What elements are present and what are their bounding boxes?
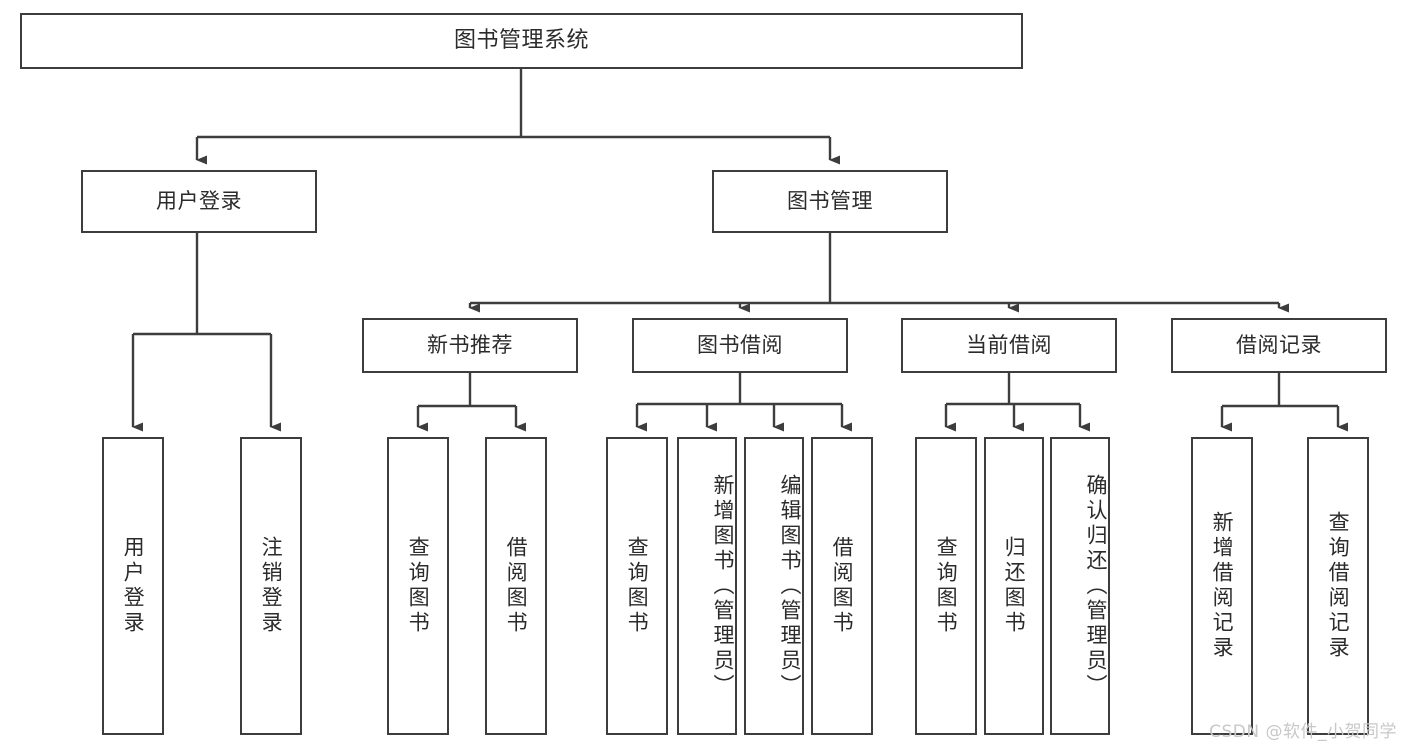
node-label: 新增借阅记录 <box>1210 511 1235 661</box>
node-label: 图书管理系统 <box>453 28 589 54</box>
node-label: 用户登录 <box>121 536 146 636</box>
node-label: 查询图书 <box>406 536 431 636</box>
node-label: 用户登录 <box>156 189 242 214</box>
leaf-new-book-borrow[interactable]: 借阅图书 <box>485 437 547 735</box>
leaf-book-borrow-borrow[interactable]: 借阅图书 <box>811 437 873 735</box>
node-label: 借阅记录 <box>1236 333 1322 358</box>
leaf-book-borrow-edit[interactable]: 编辑图书（管理员） <box>744 437 804 735</box>
leaf-current-borrow-return[interactable]: 归还图书 <box>984 437 1044 735</box>
node-label: 借阅图书 <box>830 536 855 636</box>
node-label: 归还图书 <box>1002 536 1027 636</box>
node-book-borrow[interactable]: 图书借阅 <box>632 318 848 373</box>
node-label: 新增图书（管理员） <box>711 473 735 699</box>
leaf-borrow-record-add[interactable]: 新增借阅记录 <box>1191 437 1253 735</box>
watermark-text: CSDN @软件_小贺同学 <box>1209 722 1397 742</box>
leaf-current-borrow-confirm-return[interactable]: 确认归还（管理员） <box>1050 437 1110 735</box>
node-label: 注销登录 <box>259 536 284 636</box>
node-label: 借阅图书 <box>504 536 529 636</box>
node-label: 图书管理 <box>787 189 873 214</box>
node-label: 当前借阅 <box>966 333 1052 358</box>
leaf-current-borrow-query[interactable]: 查询图书 <box>915 437 977 735</box>
leaf-borrow-record-query[interactable]: 查询借阅记录 <box>1307 437 1369 735</box>
node-user-login[interactable]: 用户登录 <box>81 170 317 233</box>
node-borrow-record[interactable]: 借阅记录 <box>1171 318 1387 373</box>
node-label: 图书借阅 <box>697 333 783 358</box>
leaf-user-login-logout[interactable]: 注销登录 <box>240 437 302 735</box>
node-label: 查询图书 <box>625 536 650 636</box>
node-root-system[interactable]: 图书管理系统 <box>20 13 1023 69</box>
node-label: 确认归还（管理员） <box>1084 473 1108 699</box>
leaf-book-borrow-query[interactable]: 查询图书 <box>606 437 668 735</box>
node-label: 编辑图书（管理员） <box>778 473 802 699</box>
leaf-book-borrow-add[interactable]: 新增图书（管理员） <box>677 437 737 735</box>
leaf-new-book-query[interactable]: 查询图书 <box>387 437 449 735</box>
node-label: 查询借阅记录 <box>1326 511 1351 661</box>
node-label: 新书推荐 <box>427 333 513 358</box>
node-current-borrow[interactable]: 当前借阅 <box>901 318 1117 373</box>
node-book-management[interactable]: 图书管理 <box>712 170 948 233</box>
node-new-book-recommend[interactable]: 新书推荐 <box>362 318 578 373</box>
node-label: 查询图书 <box>934 536 959 636</box>
leaf-user-login-login[interactable]: 用户登录 <box>102 437 164 735</box>
